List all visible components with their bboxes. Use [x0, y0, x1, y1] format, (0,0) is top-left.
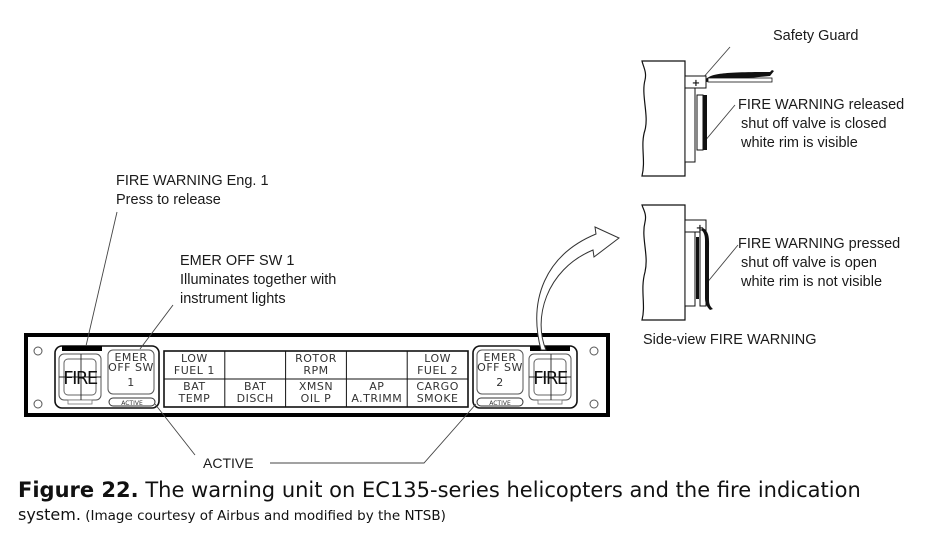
callout-pressed: FIRE WARNING pressed shut off valve is o… [738, 235, 900, 292]
fire-indicator-bar [62, 346, 102, 351]
warning-cell-top-label: BAT [183, 380, 205, 393]
fire-module-eng1: FIRE EMER OFF SW 1 ACTIVE [54, 345, 160, 409]
warning-cell-bottom-label: OIL P [301, 392, 332, 405]
emer-off-switch-1[interactable]: EMER OFF SW 1 [107, 349, 155, 395]
callout-line: Press to release [116, 192, 221, 208]
emer-switch-label-line1: EMER [483, 351, 516, 364]
warning-cell-bottom-label: FUEL 1 [174, 364, 215, 377]
warning-cell-bottom-label: FUEL 2 [417, 364, 458, 377]
leader-active-left [154, 403, 196, 456]
leader-safety-guard [701, 46, 731, 80]
active-indicator-2: ACTIVE [476, 397, 524, 407]
callout-line: white rim is visible [741, 135, 858, 151]
fire-button-eng1[interactable]: FIRE [58, 353, 102, 405]
callout-line: white rim is not visible [741, 274, 883, 290]
leader-active-right [270, 403, 477, 464]
mounting-screw-icon [33, 346, 43, 356]
caption-text: The warning unit on EC135-series helicop… [138, 478, 861, 502]
leader-emer-off-sw1 [139, 304, 174, 350]
warning-cell-bottom-label: A.TRIMM [351, 392, 402, 405]
side-view-title: Side-view FIRE WARNING [643, 332, 817, 348]
active-indicator-label: ACTIVE [121, 400, 143, 407]
fire-indicator-bar [530, 346, 570, 351]
emer-switch-label-line2: OFF SW [108, 361, 154, 374]
warning-cell: APA.TRIMM [351, 380, 402, 405]
callout-line: FIRE WARNING released [738, 97, 905, 113]
callout-line: FIRE WARNING Eng. 1 [116, 173, 269, 189]
fire-button-label: FIRE [533, 368, 568, 389]
warning-cell-top-label: BAT [244, 380, 266, 393]
emer-switch-number: 2 [496, 376, 504, 389]
caption-text-continued: system. [18, 505, 81, 524]
plus-symbol: + [696, 223, 704, 234]
image-credit: (Image courtesy of Airbus and modified b… [80, 508, 446, 524]
callout-line: Illuminates together with [180, 272, 337, 288]
leader-fire-warning-eng1 [85, 211, 118, 347]
emer-switch-number: 1 [127, 376, 135, 389]
callout-safety-guard: Safety Guard [773, 28, 859, 44]
mounting-screw-icon [589, 399, 599, 409]
curved-arrow-icon [536, 226, 620, 351]
warning-unit-diagram: FIRE EMER OFF SW 1 ACTIVE EMER OFF SW 2 … [24, 46, 774, 464]
callout-fire-warning-eng1: FIRE WARNING Eng. 1 Press to release [116, 172, 269, 210]
active-indicator-1: ACTIVE [108, 397, 156, 407]
emer-off-switch-2[interactable]: EMER OFF SW 2 [476, 349, 524, 395]
mounting-screw-icon [33, 399, 43, 409]
callout-line: FIRE WARNING pressed [738, 236, 901, 252]
side-view-pressed: + [641, 204, 713, 321]
callout-released: FIRE WARNING released shut off valve is … [738, 96, 904, 153]
figure-label: Figure 22. [18, 478, 139, 502]
side-view-released: + [641, 60, 774, 177]
warning-cell-bottom-label: TEMP [178, 392, 211, 405]
emer-switch-label-line2: OFF SW [477, 361, 523, 374]
warning-cell-bottom-label: DISCH [237, 392, 274, 405]
warning-cell-top-label: AP [369, 380, 384, 393]
fire-module-eng2: EMER OFF SW 2 ACTIVE FIRE [472, 345, 578, 409]
callout-line: shut off valve is closed [741, 116, 887, 132]
callout-line: shut off valve is open [741, 255, 877, 271]
caption-line1: Figure 22. The warning unit on EC135-ser… [18, 476, 918, 504]
warning-cell-top-label: XMSN [299, 380, 333, 393]
caption-line2: system. (Image courtesy of Airbus and mo… [18, 504, 918, 527]
mounting-screw-icon [589, 346, 599, 356]
emer-switch-label-line1: EMER [114, 351, 147, 364]
plus-symbol: + [692, 78, 700, 89]
active-indicator-label: ACTIVE [489, 400, 511, 407]
warning-cell-top-label: LOW [181, 352, 208, 365]
figure-caption: Figure 22. The warning unit on EC135-ser… [18, 476, 918, 527]
warning-cell-bottom-label: SMOKE [417, 392, 459, 405]
fire-button-eng2[interactable]: FIRE [528, 353, 572, 405]
callout-emer-off-sw1: EMER OFF SW 1 Illuminates together with … [180, 252, 336, 309]
warning-cell-top-label: LOW [424, 352, 451, 365]
warning-cell-top-label: ROTOR [295, 352, 337, 365]
callout-active: ACTIVE [203, 455, 254, 471]
warning-cell-top-label: CARGO [416, 380, 459, 393]
fire-button-label: FIRE [63, 368, 98, 389]
callout-line: instrument lights [180, 291, 286, 307]
warning-cell-bottom-label: RPM [303, 364, 328, 377]
callout-line: EMER OFF SW 1 [180, 253, 295, 269]
